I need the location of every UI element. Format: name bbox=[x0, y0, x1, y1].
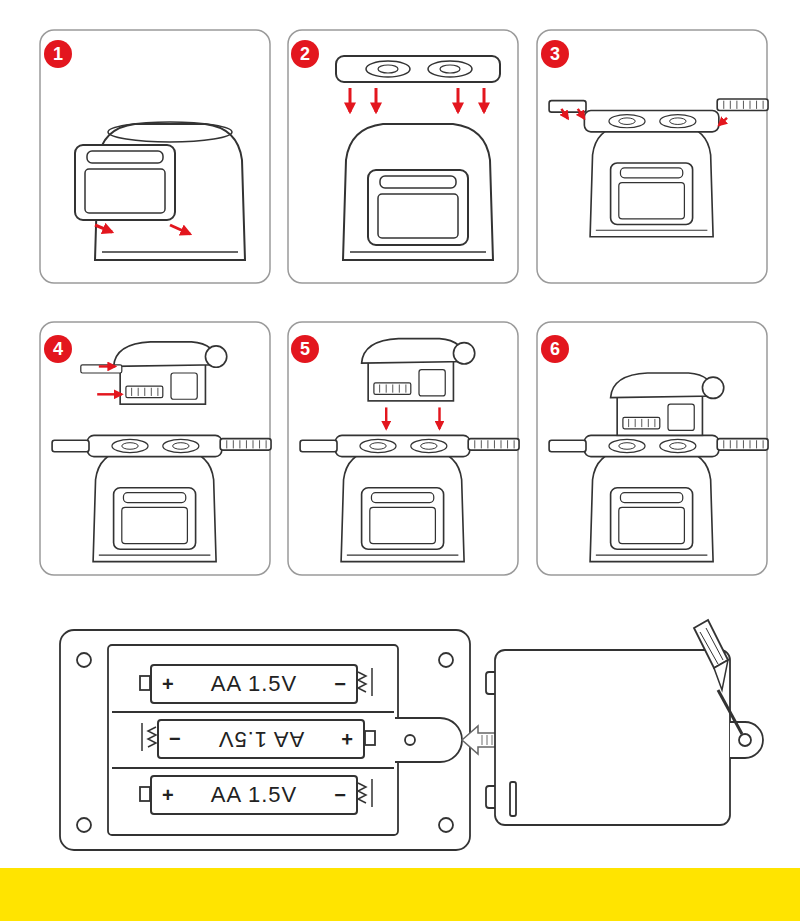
step1-drawing bbox=[75, 122, 245, 260]
step6-drawing bbox=[549, 373, 768, 562]
step-number: 1 bbox=[53, 44, 63, 65]
polarity-sign: + bbox=[162, 673, 174, 696]
step-number: 5 bbox=[300, 339, 310, 360]
battery-cover bbox=[486, 650, 763, 825]
footer-band bbox=[0, 868, 800, 921]
polarity-sign: − bbox=[169, 728, 181, 751]
step2-drawing bbox=[336, 56, 500, 260]
battery-label: AA 1.5V bbox=[211, 782, 298, 808]
step-panels bbox=[40, 30, 767, 575]
step-number-circle: 3 bbox=[541, 40, 569, 68]
step-number-circle: 1 bbox=[44, 40, 72, 68]
battery-label: AA 1.5V bbox=[211, 671, 298, 697]
polarity-sign: + bbox=[341, 728, 353, 751]
step-number: 4 bbox=[53, 339, 63, 360]
polarity-sign: + bbox=[162, 784, 174, 807]
step5-drawing bbox=[300, 339, 519, 562]
step-number: 2 bbox=[300, 44, 310, 65]
battery: + AA 1.5V − bbox=[150, 775, 358, 815]
polarity-sign: − bbox=[334, 673, 346, 696]
step-number: 6 bbox=[550, 339, 560, 360]
step-number-circle: 2 bbox=[291, 40, 319, 68]
step-number: 3 bbox=[550, 44, 560, 65]
step4-drawing bbox=[52, 342, 271, 562]
step3-drawing bbox=[549, 99, 768, 237]
step-number-circle: 5 bbox=[291, 335, 319, 363]
polarity-sign: − bbox=[334, 784, 346, 807]
battery: + AA 1.5V − bbox=[157, 719, 365, 759]
step-number-circle: 4 bbox=[44, 335, 72, 363]
battery: + AA 1.5V − bbox=[150, 664, 358, 704]
screwdriver bbox=[694, 620, 742, 734]
battery-label: AA 1.5V bbox=[218, 726, 305, 752]
step-number-circle: 6 bbox=[541, 335, 569, 363]
battery-compartment bbox=[60, 630, 470, 850]
